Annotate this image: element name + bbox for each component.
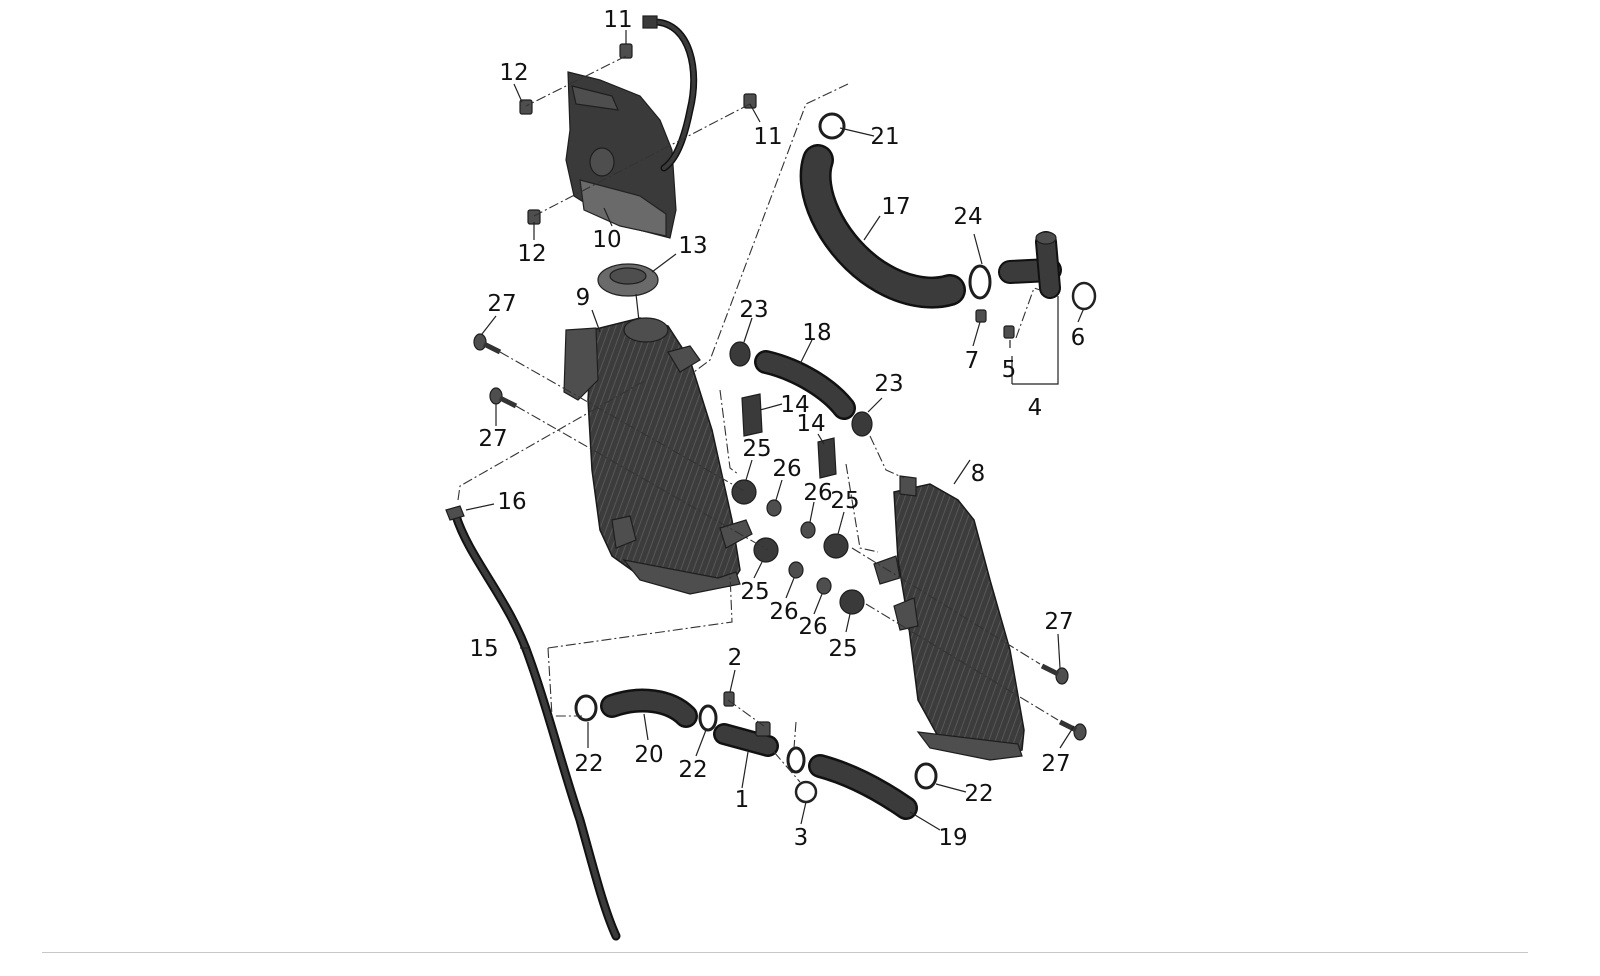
- callout-label: 7: [965, 348, 980, 374]
- fitting-part-1: [713, 721, 779, 757]
- callout-label: 15: [469, 636, 498, 662]
- callout-label: 22: [678, 757, 707, 783]
- callout-label: 27: [1044, 609, 1073, 635]
- callout-label: 5: [1002, 357, 1017, 383]
- o-ring-part-6: [1071, 281, 1097, 311]
- hose-part-17: [799, 144, 966, 309]
- o-ring-part-3: [794, 780, 818, 804]
- hose-clamp-icon: [574, 112, 992, 790]
- shroud-part-10: [565, 71, 677, 239]
- callout-label: 26: [803, 480, 832, 506]
- callout-label: 11: [753, 124, 782, 150]
- hose-part-19: [808, 754, 918, 820]
- coolant-fitting-part-4: [998, 231, 1062, 299]
- callout-label: 25: [742, 436, 771, 462]
- callout-label: 27: [487, 291, 516, 317]
- callout-label: 12: [499, 60, 528, 86]
- radiator-cap-part-13: [597, 263, 659, 297]
- bolt-icon: [473, 333, 1087, 741]
- callout-label: 14: [780, 392, 809, 418]
- callout-label: 4: [1028, 395, 1043, 421]
- callout-label: 3: [794, 825, 809, 851]
- callout-label: 10: [592, 227, 621, 253]
- callout-label: 8: [971, 461, 986, 487]
- callout-label: 26: [798, 614, 827, 640]
- callout-label: 14: [796, 411, 825, 437]
- callout-label: 20: [634, 742, 663, 768]
- left-radiator-part-9: [563, 317, 753, 595]
- clip-icon: [519, 99, 541, 225]
- callout-label: 17: [881, 194, 910, 220]
- right-radiator-part-8: [873, 475, 1025, 761]
- callout-label: 24: [953, 204, 982, 230]
- clip-part-16: [445, 505, 465, 521]
- callout-label: 26: [769, 599, 798, 625]
- callout-label: 23: [874, 371, 903, 397]
- callout-label: 25: [830, 488, 859, 514]
- callout-label: 27: [478, 426, 507, 452]
- plug-part-5: [1003, 325, 1015, 339]
- callout-label: 22: [964, 781, 993, 807]
- screw-part-7: [975, 309, 987, 323]
- callout-label: 21: [870, 124, 899, 150]
- callout-label: 22: [574, 751, 603, 777]
- callout-label: 2: [728, 645, 743, 671]
- callout-label: 18: [802, 320, 831, 346]
- callout-label: 1: [735, 787, 750, 813]
- spacer-icon: [766, 499, 832, 595]
- wire-harness: [642, 15, 698, 172]
- rubber-pad-icon: [741, 393, 837, 479]
- callout-label: 11: [603, 7, 632, 33]
- grommet-icon: [729, 341, 873, 615]
- callout-label: 16: [497, 489, 526, 515]
- screw-icon: [619, 43, 757, 109]
- callout-label: 25: [740, 579, 769, 605]
- footer-divider: [42, 952, 1528, 953]
- callout-label: 6: [1071, 325, 1086, 351]
- callout-label: 25: [828, 636, 857, 662]
- callout-label: 13: [678, 233, 707, 259]
- callout-label: 26: [772, 456, 801, 482]
- callout-label: 19: [938, 825, 967, 851]
- hose-part-20: [600, 688, 698, 728]
- callout-label: 12: [517, 241, 546, 267]
- assembly-lines: [457, 83, 1059, 783]
- callout-label: 23: [739, 297, 768, 323]
- callout-label: 9: [576, 285, 591, 311]
- leader-lines: [465, 30, 1085, 831]
- hose-part-18: [754, 350, 856, 420]
- overflow-hose-part-15: [451, 511, 621, 941]
- callout-labels: 1 2 3 4 5 6 7 8 9 10 11 11 12 12 13 14 1…: [469, 7, 1085, 851]
- callout-label: 27: [1041, 751, 1070, 777]
